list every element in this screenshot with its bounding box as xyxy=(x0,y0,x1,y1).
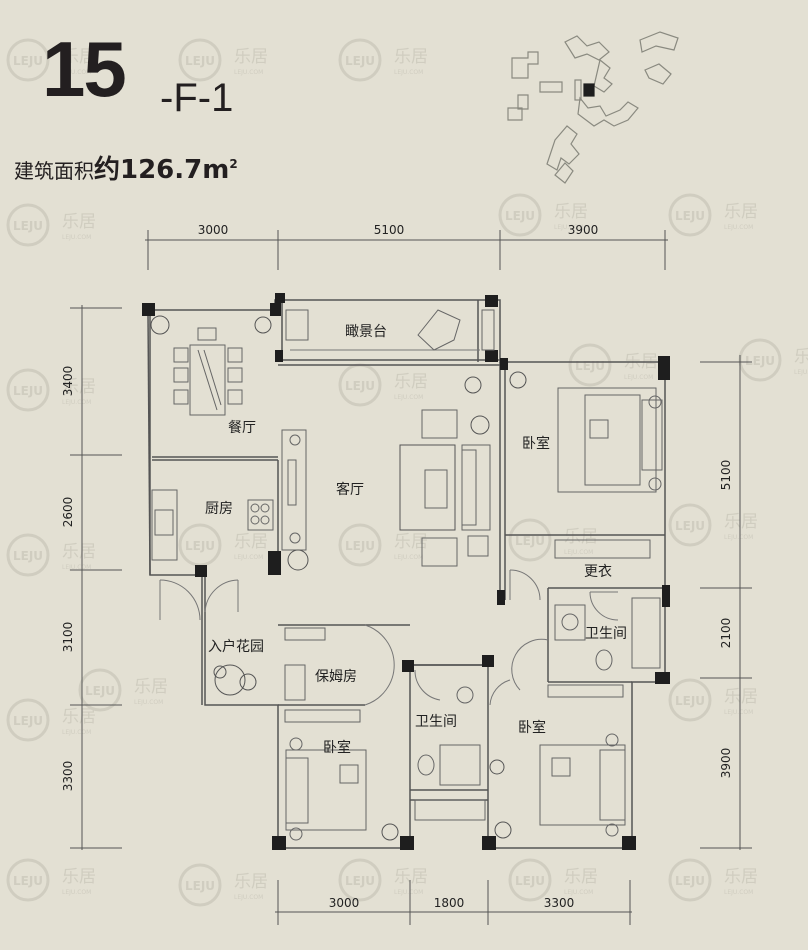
room-viewing-balcony: 瞰景台 xyxy=(345,324,387,340)
dim-bottom-2: 1800 xyxy=(434,896,465,910)
area-value: 约126.7m2 xyxy=(94,155,238,185)
building-number: 15 xyxy=(42,25,127,113)
dim-top-3: 3900 xyxy=(568,223,599,237)
dim-bottom-1: 3000 xyxy=(329,896,360,910)
dim-bottom-3: 3300 xyxy=(544,896,575,910)
room-labels: 瞰景台 餐厅 厨房 客厅 卧室 更衣 卫生间 入户花园 保姆房 卧室 卫生间 卧… xyxy=(205,324,627,756)
room-bathroom-right: 卫生间 xyxy=(585,626,627,642)
room-master-bedroom: 卧室 xyxy=(522,435,550,452)
room-dining: 餐厅 xyxy=(228,420,256,436)
dim-top-2: 5100 xyxy=(374,223,405,237)
door-swings xyxy=(159,349,619,706)
area-label: 建筑面积 xyxy=(14,159,94,183)
room-bedroom-right: 卧室 xyxy=(518,719,546,736)
unit-code: -F-1 xyxy=(160,76,234,120)
plants xyxy=(150,315,527,841)
room-entry-garden: 入户花园 xyxy=(208,638,264,655)
room-maid: 保姆房 xyxy=(315,669,357,685)
dim-top-1: 3000 xyxy=(198,223,229,237)
dimension-lines xyxy=(70,230,752,925)
room-bedroom-left: 卧室 xyxy=(323,739,351,756)
area-line: 建筑面积约126.7m2 xyxy=(14,150,238,186)
furniture xyxy=(151,309,663,841)
dimension-labels: 3000 5100 3900 3000 1800 3300 3400 2600 … xyxy=(61,223,733,910)
dim-left-2: 2600 xyxy=(61,497,75,528)
dim-right-1: 5100 xyxy=(719,460,733,491)
dim-right-2: 2100 xyxy=(719,618,733,649)
room-living: 客厅 xyxy=(336,481,364,498)
dim-right-3: 3900 xyxy=(719,748,733,779)
site-key-plan xyxy=(507,31,679,184)
room-dressing: 更衣 xyxy=(584,564,612,580)
dim-left-4: 3300 xyxy=(61,761,75,792)
dim-left-3: 3100 xyxy=(61,622,75,653)
dim-left-1: 3400 xyxy=(61,366,75,397)
wall-posts xyxy=(142,293,670,850)
room-bathroom-mid: 卫生间 xyxy=(415,714,457,730)
room-kitchen: 厨房 xyxy=(205,501,233,517)
